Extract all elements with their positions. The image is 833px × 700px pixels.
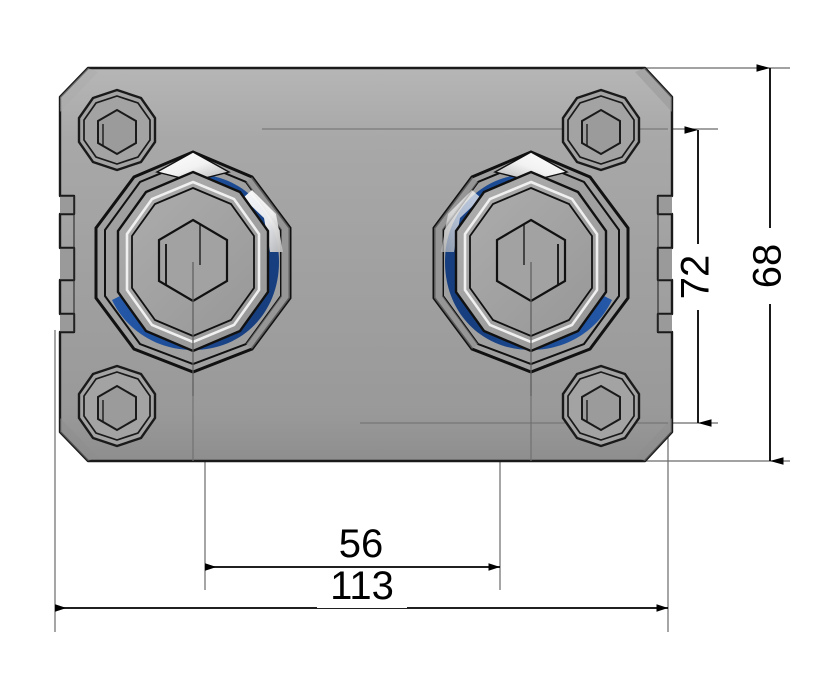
- right-fitting-highlight-left: [441, 190, 481, 252]
- chamfer-top-left: [60, 68, 98, 112]
- dimension-72-text-backdrop: [676, 244, 720, 310]
- right-fitting: [432, 150, 630, 396]
- bolt-bottom-right: [561, 364, 641, 448]
- dimension-113-value: 113: [330, 564, 394, 608]
- right-side-notches: [657, 195, 672, 333]
- right-fitting-rear-shade: [434, 177, 478, 349]
- bolt-bottom-left: [77, 364, 157, 448]
- dimension-68: 68: [744, 64, 790, 465]
- chamfer-bottom-right: [635, 418, 672, 461]
- dimension-113: 113: [55, 564, 668, 612]
- bolt-hex-socket-depth: [102, 400, 118, 431]
- dimension-56-text-backdrop: [330, 530, 392, 566]
- bolt-inner-decagon: [83, 371, 151, 441]
- left-side-notches: [60, 195, 75, 333]
- left-fitting: [94, 150, 292, 396]
- chamfer-bottom-left: [60, 418, 98, 461]
- right-notch-lower: [657, 313, 672, 333]
- right-notch-mid: [657, 247, 672, 281]
- right-fitting-hex-socket-depth: [530, 244, 559, 302]
- corner-bolts: [77, 88, 641, 448]
- bolt-hex-socket-depth: [586, 124, 602, 155]
- right-fitting-hex-socket-depth2: [523, 219, 532, 265]
- bolt-top-right: [561, 88, 641, 172]
- dimension-72-value: 72: [674, 255, 718, 300]
- bolt-hex-socket-depth: [102, 124, 118, 155]
- dimension-68-value: 68: [746, 244, 790, 289]
- dimension-72: 72: [674, 126, 720, 427]
- dimension-68-text-backdrop: [744, 228, 790, 304]
- left-fitting-rear-shade: [246, 177, 290, 349]
- left-notch-upper: [60, 195, 75, 215]
- left-notch-lower: [60, 313, 75, 333]
- bolt-inner-decagon: [567, 95, 635, 165]
- bolt-top-left: [77, 88, 157, 172]
- chamfer-top-right: [635, 68, 672, 112]
- bolt-inner-decagon: [567, 371, 635, 441]
- left-fitting-hex-socket-depth: [165, 244, 194, 302]
- dimension-56-value: 56: [339, 522, 384, 566]
- dimension-56: 56: [205, 522, 500, 571]
- left-notch-mid: [60, 247, 75, 281]
- left-fitting-highlight-right: [243, 190, 283, 252]
- bolt-hex-socket-depth: [586, 400, 602, 431]
- bolt-inner-decagon: [83, 95, 151, 165]
- left-fitting-hex-socket-depth2: [192, 219, 201, 265]
- right-notch-upper: [657, 195, 672, 215]
- dimension-113-text-backdrop: [317, 572, 407, 608]
